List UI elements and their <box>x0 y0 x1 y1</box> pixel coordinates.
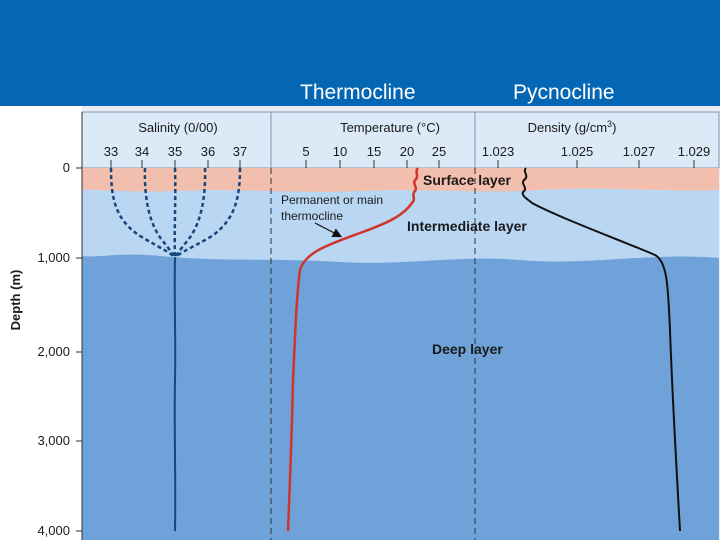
y-axis-title: Depth (m) <box>8 270 23 331</box>
density-tick-label: 1.029 <box>678 144 711 159</box>
salinity-tick-label: 33 <box>104 144 118 159</box>
salinity-profile-37 <box>174 167 242 259</box>
y-tick-label: 3,000 <box>37 433 70 448</box>
salinity-profile-34 <box>143 167 177 259</box>
y-tick-label: 0 <box>63 160 70 175</box>
ocean-layers-figure: 0 1,000 2,000 3,000 4,000 Depth (m) Sali… <box>0 106 720 540</box>
temperature-axis-title: Temperature (°C) <box>340 120 440 135</box>
thermocline-heading: Thermocline <box>300 81 416 104</box>
density-tick-label: 1.025 <box>561 144 594 159</box>
salinity-deep-profile <box>173 257 177 532</box>
pycnocline-heading: Pycnocline <box>513 81 615 104</box>
y-axis-ticks: 0 1,000 2,000 3,000 4,000 <box>37 160 82 538</box>
deep-layer-label: Deep layer <box>432 341 503 357</box>
density-ticks: 1.023 1.025 1.027 1.029 <box>482 144 711 168</box>
temperature-tick-label: 25 <box>432 144 446 159</box>
temperature-tick-label: 5 <box>302 144 309 159</box>
thermocline-annotation-line2: thermocline <box>281 209 343 223</box>
salinity-tick-label: 35 <box>168 144 182 159</box>
axis-margin <box>0 106 82 540</box>
salinity-tick-label: 34 <box>135 144 149 159</box>
salinity-axis-title: Salinity (0/00) <box>138 120 217 135</box>
salinity-profile-36 <box>173 167 207 259</box>
density-profile <box>521 167 681 532</box>
density-title-end: ) <box>612 120 616 135</box>
salinity-ticks: 33 34 35 36 37 <box>104 144 247 168</box>
temperature-title-text: Temperature (°C) <box>340 120 440 135</box>
intermediate-layer-label: Intermediate layer <box>407 218 527 234</box>
density-tick-label: 1.023 <box>482 144 515 159</box>
y-tick-label: 1,000 <box>37 250 70 265</box>
temperature-ticks: 5 10 15 20 25 <box>302 144 446 168</box>
density-tick-label: 1.027 <box>623 144 656 159</box>
temperature-tick-label: 15 <box>367 144 381 159</box>
temperature-tick-label: 20 <box>400 144 414 159</box>
temperature-profile <box>286 167 420 532</box>
density-title-main: Density (g/cm <box>528 120 607 135</box>
density-title-superscript: 3 <box>607 119 612 129</box>
y-tick-label: 4,000 <box>37 523 70 538</box>
title-bar <box>0 0 720 106</box>
axis-header-strip <box>81 111 720 169</box>
annotation-arrow <box>314 222 343 238</box>
surface-layer-label: Surface layer <box>423 172 511 188</box>
salinity-profiles <box>109 167 242 259</box>
y-tick-label: 2,000 <box>37 344 70 359</box>
salinity-profile-35 <box>173 167 177 259</box>
temperature-tick-label: 10 <box>333 144 347 159</box>
thermocline-annotation-line1: Permanent or main <box>281 193 383 207</box>
salinity-tick-label: 36 <box>201 144 215 159</box>
surface-layer-band <box>82 168 719 192</box>
density-axis-title: Density (g/cm3) <box>528 119 617 135</box>
ocean-layers-diagram: 0 1,000 2,000 3,000 4,000 Depth (m) Sali… <box>0 106 720 540</box>
salinity-tick-label: 37 <box>233 144 247 159</box>
salinity-profile-33 <box>109 167 176 259</box>
